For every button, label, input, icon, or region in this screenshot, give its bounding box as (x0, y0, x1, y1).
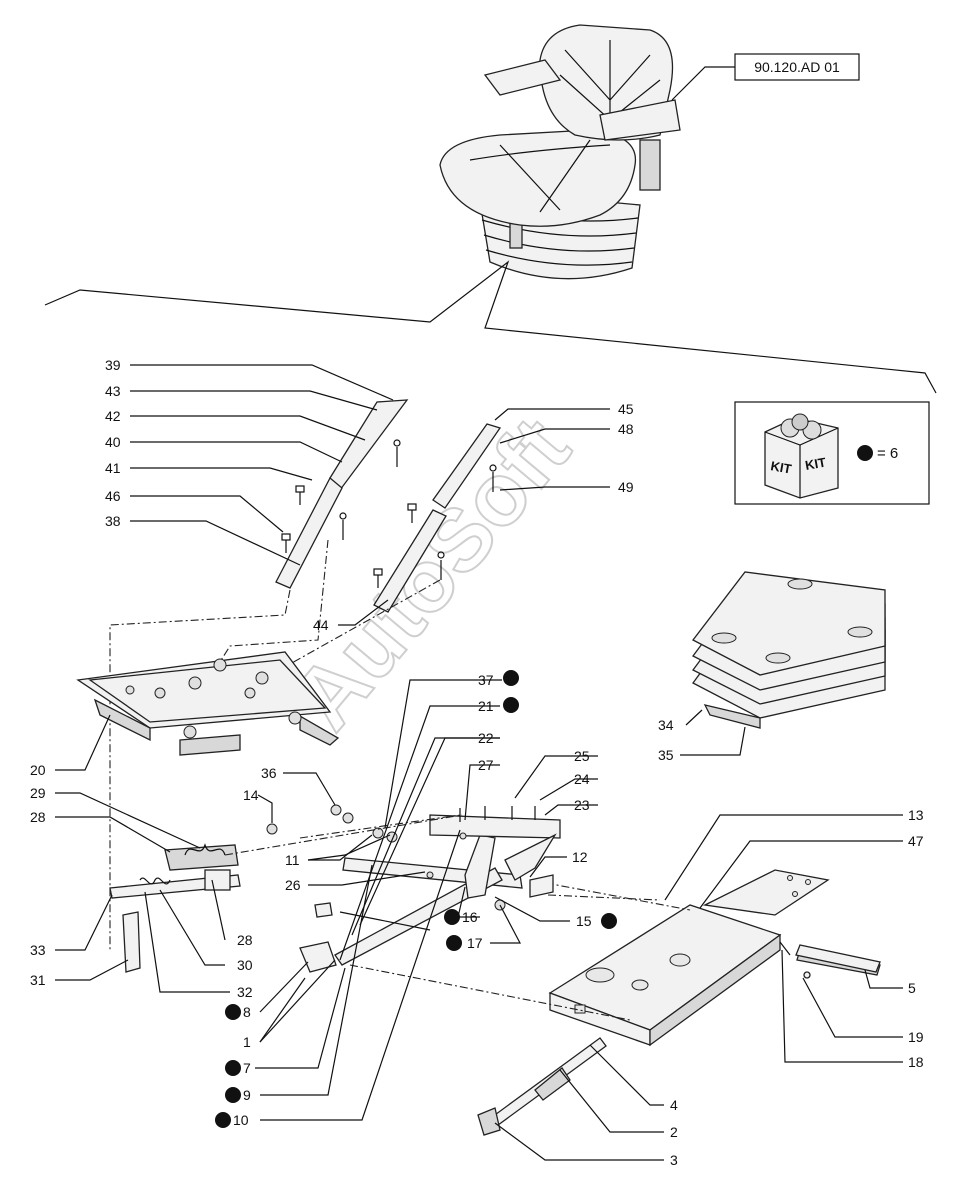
kit-marker-16 (444, 909, 460, 925)
callout-3: 3 (670, 1152, 678, 1168)
callout-28-lower: 28 (237, 932, 253, 948)
reference-code-box: 90.120.AD 01 (734, 53, 860, 81)
callout-9: 9 (243, 1087, 251, 1103)
seat-illustration (439, 24, 735, 280)
kit-marker-15 (601, 913, 617, 929)
callout-49: 49 (618, 479, 634, 495)
callout-22: 22 (478, 730, 494, 746)
callout-25: 25 (574, 748, 590, 764)
callout-45: 45 (618, 401, 634, 417)
callout-41: 41 (105, 460, 121, 476)
callout-38: 38 (105, 513, 121, 529)
watermark: AutoSoft (274, 399, 589, 747)
callout-32: 32 (237, 984, 253, 1000)
explode-divider (44, 260, 937, 394)
svg-text:KIT: KIT (769, 458, 792, 476)
kit-marker-37 (503, 670, 519, 686)
pivot-pin (795, 944, 881, 973)
lower-frame (349, 869, 881, 1047)
seat-base-plate (76, 651, 340, 756)
callout-18: 18 (908, 1054, 924, 1070)
suspension-pad (692, 571, 886, 729)
kit-legend: KIT KIT = 6 (734, 401, 930, 505)
callout-48: 48 (618, 421, 634, 437)
callout-7: 7 (243, 1060, 251, 1076)
callout-28: 28 (30, 809, 46, 825)
callout-43: 43 (105, 383, 121, 399)
adjustment-rod (477, 1037, 607, 1136)
callout-labels: 39 43 42 40 41 46 38 45 48 49 44 20 29 2… (30, 357, 924, 1168)
kit-marker-17 (446, 935, 462, 951)
callout-37: 37 (478, 672, 494, 688)
callout-13: 13 (908, 807, 924, 823)
callout-30: 30 (237, 957, 253, 973)
callout-10: 10 (233, 1112, 249, 1128)
callout-11: 11 (285, 852, 300, 868)
svg-text:KIT: KIT (804, 455, 827, 473)
callout-27: 27 (478, 757, 494, 773)
callout-23: 23 (574, 797, 590, 813)
callout-8: 8 (243, 1004, 251, 1020)
callout-40: 40 (105, 434, 121, 450)
kit-marker-7 (225, 1060, 241, 1076)
callout-24: 24 (574, 771, 590, 787)
callout-21: 21 (478, 698, 494, 714)
kit-marker-9 (225, 1087, 241, 1103)
callout-36: 36 (261, 765, 277, 781)
callout-39: 39 (105, 357, 121, 373)
callout-42: 42 (105, 408, 121, 424)
callout-4: 4 (670, 1097, 678, 1113)
kit-marker-icon (857, 445, 873, 461)
kit-markers (215, 670, 617, 1128)
callout-12: 12 (572, 849, 588, 865)
callout-46: 46 (105, 488, 121, 504)
kit-marker-21 (503, 697, 519, 713)
callout-20: 20 (30, 762, 46, 778)
callout-44: 44 (313, 617, 329, 633)
callout-29: 29 (30, 785, 46, 801)
callout-2: 2 (670, 1124, 678, 1140)
callout-35: 35 (658, 747, 674, 763)
callout-19: 19 (908, 1029, 924, 1045)
callout-31: 31 (30, 972, 46, 988)
callout-16: 16 (462, 909, 478, 925)
kit-marker-8 (225, 1004, 241, 1020)
kit-box-icon: KIT KIT (764, 413, 839, 499)
callout-47: 47 (908, 833, 924, 849)
svg-text:= 6: = 6 (877, 445, 898, 462)
svg-text:90.120.AD 01: 90.120.AD 01 (754, 59, 840, 75)
callout-17: 17 (467, 935, 483, 951)
callout-26: 26 (285, 877, 301, 893)
kit-marker-10 (215, 1112, 231, 1128)
callout-5: 5 (908, 980, 916, 996)
callout-34: 34 (658, 717, 674, 733)
slide-rails (109, 399, 502, 950)
callout-14: 14 (243, 787, 259, 803)
callout-leaders (55, 364, 903, 1161)
scissor-linkage (109, 804, 661, 973)
callout-1: 1 (243, 1034, 251, 1050)
callout-15: 15 (576, 913, 592, 929)
callout-33: 33 (30, 942, 46, 958)
